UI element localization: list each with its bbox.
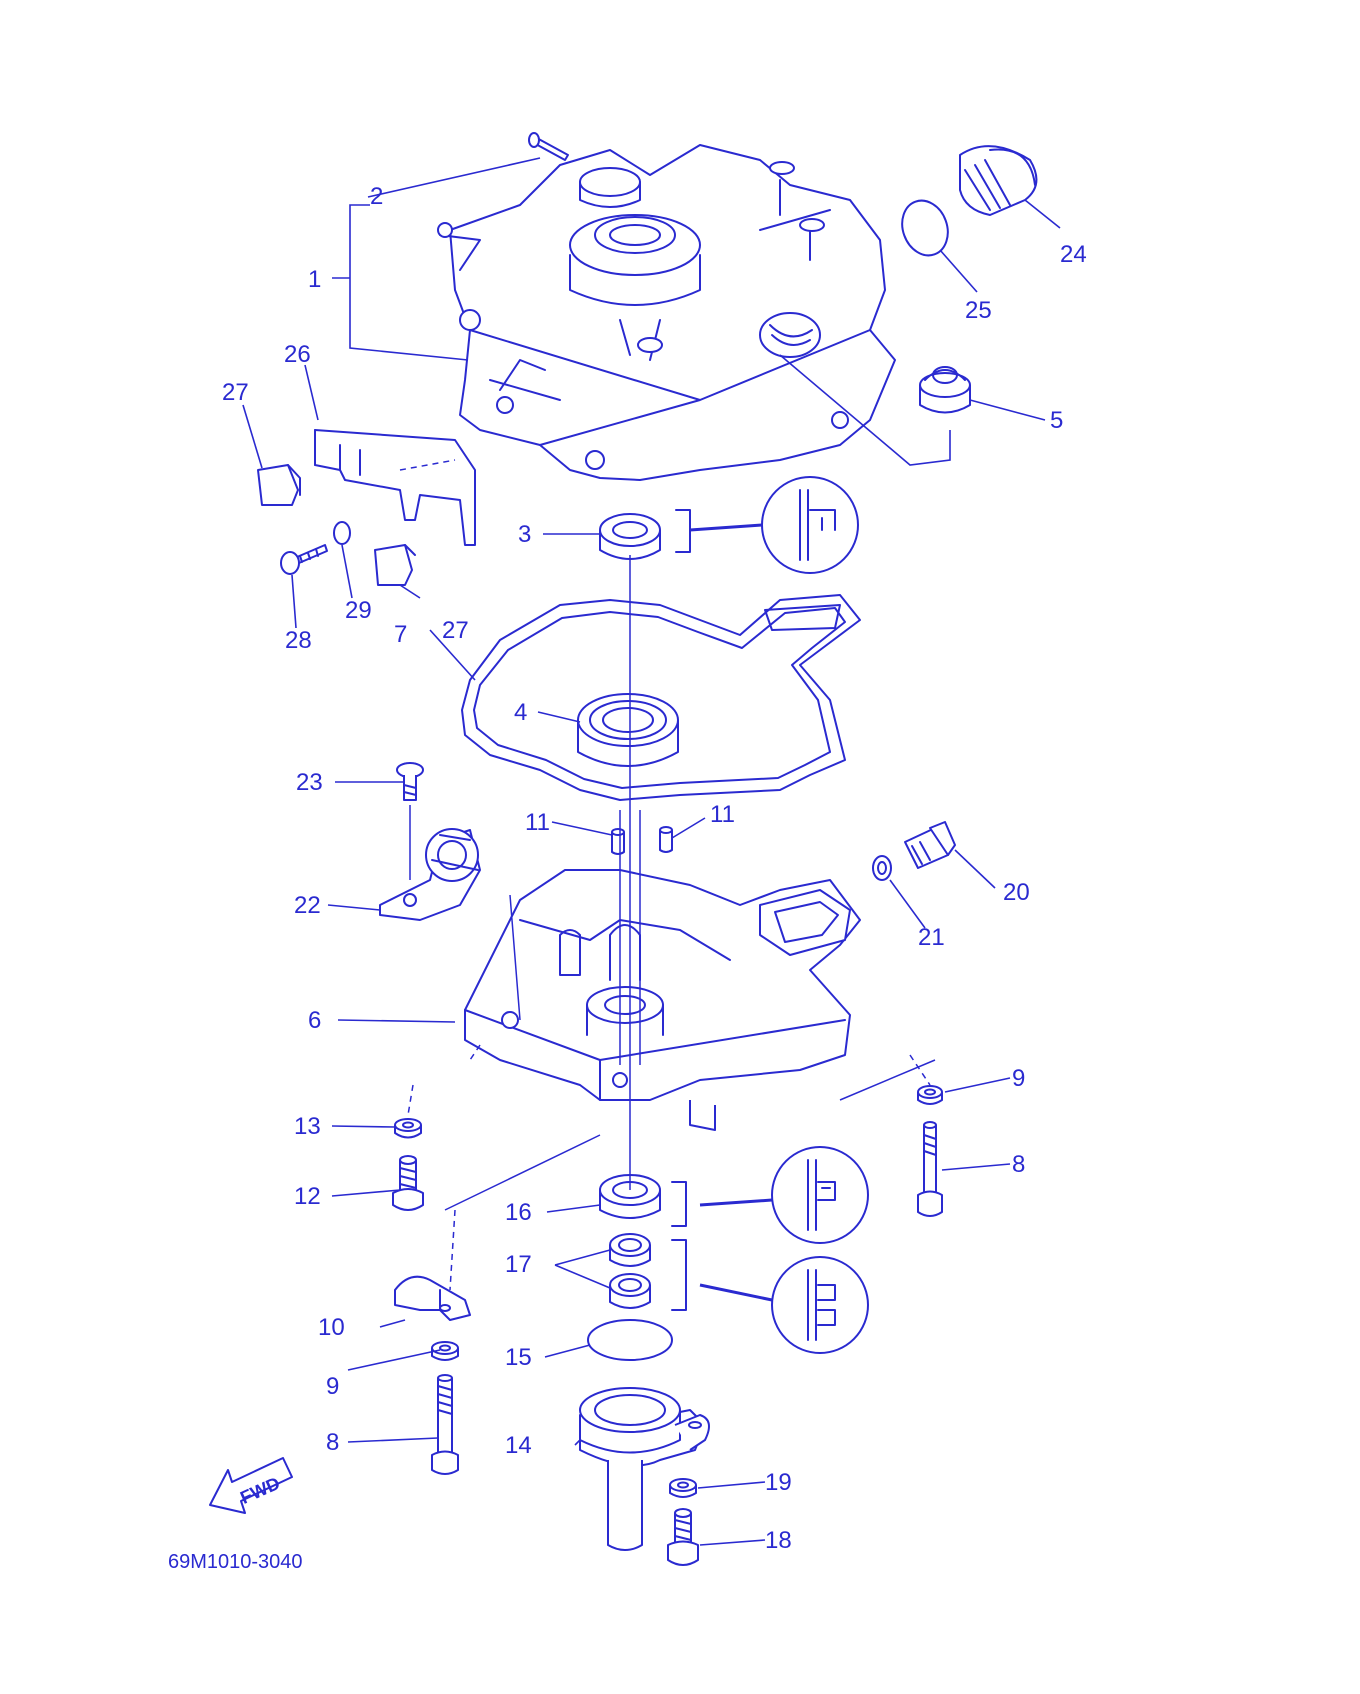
callout-9-right: 9 bbox=[1012, 1065, 1025, 1092]
housing-22 bbox=[379, 828, 481, 921]
washer-13 bbox=[394, 1118, 422, 1139]
callout-labels: 1 2 3 4 5 6 7 8 8 9 9 10 11 11 12 13 14 … bbox=[222, 183, 1087, 1554]
callout-22: 22 bbox=[294, 892, 321, 919]
dowel-11-right bbox=[659, 826, 673, 853]
part-code: 69M1010-3040 bbox=[168, 1551, 303, 1573]
gasket-7-inner bbox=[473, 607, 846, 789]
oil-seal-17-lower bbox=[609, 1273, 651, 1309]
bolt-8-right bbox=[917, 1121, 943, 1217]
detail-seal-16 bbox=[671, 1146, 869, 1244]
bolt-12 bbox=[392, 1155, 424, 1211]
callout-5: 5 bbox=[1050, 407, 1063, 434]
callout-16: 16 bbox=[505, 1199, 532, 1226]
callout-1: 1 bbox=[308, 266, 321, 293]
callout-3: 3 bbox=[518, 521, 531, 548]
callout-23: 23 bbox=[296, 769, 323, 796]
callout-14: 14 bbox=[505, 1432, 532, 1459]
shaft-guides bbox=[619, 810, 641, 1065]
callout-12: 12 bbox=[294, 1183, 321, 1210]
callout-17: 17 bbox=[505, 1251, 532, 1278]
washer-19 bbox=[669, 1478, 697, 1498]
callout-20: 20 bbox=[1003, 879, 1030, 906]
o-ring-25 bbox=[901, 199, 949, 257]
fwd-arrow-icon: FWD bbox=[209, 1457, 293, 1514]
dowel-11-left bbox=[611, 828, 625, 855]
o-ring-15 bbox=[587, 1319, 673, 1361]
callout-27-upper: 27 bbox=[222, 379, 249, 406]
oil-seal-17-upper bbox=[609, 1233, 651, 1267]
callout-21: 21 bbox=[918, 924, 945, 951]
callout-25: 25 bbox=[965, 297, 992, 324]
lower-case-6 bbox=[464, 869, 861, 1131]
gasket-7 bbox=[461, 594, 861, 801]
callout-8-right: 8 bbox=[1012, 1151, 1025, 1178]
washer-29 bbox=[333, 521, 351, 545]
callout-7: 7 bbox=[394, 621, 407, 648]
washer-9-right bbox=[917, 1085, 943, 1105]
grommet-27-upper bbox=[257, 464, 301, 506]
callout-2: 2 bbox=[370, 183, 383, 210]
housing-14 bbox=[579, 1387, 710, 1551]
grommet-27-lower bbox=[374, 544, 416, 586]
callout-18: 18 bbox=[765, 1527, 792, 1554]
callout-15: 15 bbox=[505, 1344, 532, 1371]
crankcase-assembly bbox=[437, 144, 896, 481]
detail-seal-17 bbox=[671, 1239, 869, 1354]
bolt-2 bbox=[528, 132, 569, 161]
detail-seal-3 bbox=[675, 476, 859, 574]
callout-10: 10 bbox=[318, 1314, 345, 1341]
leader-lines bbox=[242, 157, 1061, 1546]
callout-11-right: 11 bbox=[710, 801, 735, 828]
callout-9-left: 9 bbox=[326, 1373, 339, 1400]
callout-19: 19 bbox=[765, 1469, 792, 1496]
seal-5 bbox=[919, 366, 971, 414]
bolt-23 bbox=[396, 762, 424, 801]
callout-8-left: 8 bbox=[326, 1429, 339, 1456]
callout-26: 26 bbox=[284, 341, 311, 368]
callout-4: 4 bbox=[514, 699, 527, 726]
alignment-lines bbox=[409, 805, 936, 1211]
callout-6: 6 bbox=[308, 1007, 321, 1034]
bearing-4 bbox=[577, 693, 679, 767]
plug-20 bbox=[904, 821, 956, 869]
clamp-10 bbox=[394, 1275, 471, 1321]
bolt-18 bbox=[667, 1508, 699, 1566]
bolt-paths bbox=[407, 1054, 931, 1291]
callout-28: 28 bbox=[285, 627, 312, 654]
callout-11-left: 11 bbox=[525, 809, 550, 836]
callout-13: 13 bbox=[294, 1113, 321, 1140]
gasket-window bbox=[764, 604, 841, 631]
bolt-28 bbox=[280, 544, 328, 575]
cover-26 bbox=[314, 429, 476, 546]
bolt-8-left bbox=[431, 1374, 459, 1475]
callout-27-lower: 27 bbox=[442, 617, 469, 644]
callout-29: 29 bbox=[345, 597, 372, 624]
gasket-21 bbox=[872, 855, 892, 881]
oil-seal-3 bbox=[599, 513, 661, 560]
filler-cap-24 bbox=[959, 145, 1038, 216]
callout-24: 24 bbox=[1060, 241, 1087, 268]
